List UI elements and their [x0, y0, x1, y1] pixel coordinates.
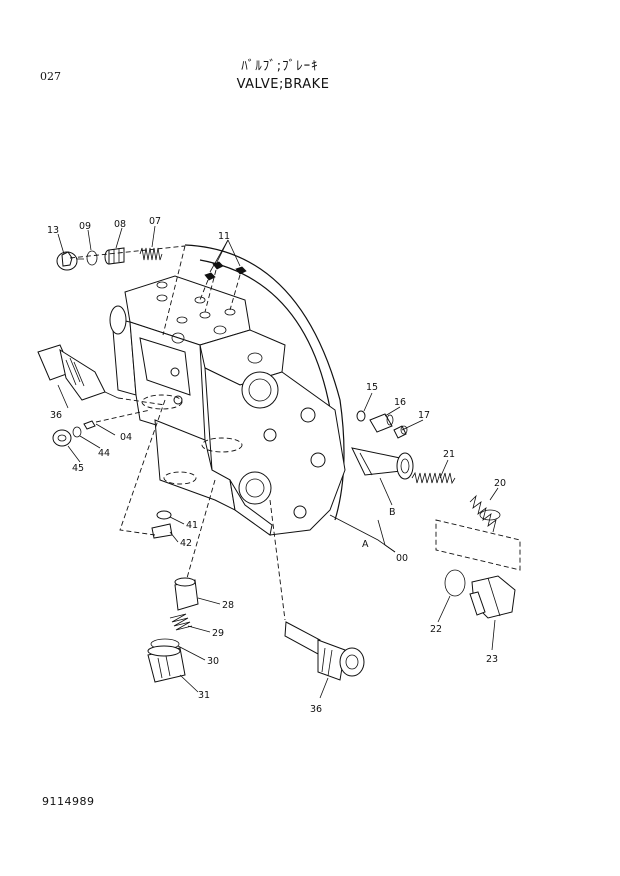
plug-04 — [83, 409, 151, 430]
callout-41: 41 — [186, 520, 198, 531]
callout-22: 22 — [430, 624, 442, 635]
callout-21: 21 — [443, 449, 455, 460]
relief-valve-36-upper — [37, 344, 166, 406]
callout-29: 29 — [212, 628, 224, 639]
plug-42 — [151, 523, 173, 539]
relief-valve-36-lower — [284, 621, 365, 681]
spring-20 — [469, 494, 501, 533]
sleeve-41 — [156, 510, 172, 520]
spool-08 — [104, 247, 125, 265]
callout-20: 20 — [494, 478, 506, 489]
seat-16 — [369, 413, 394, 433]
callout-23: 23 — [486, 654, 498, 665]
callout-31: 31 — [198, 690, 210, 701]
drawing-number: 9114989 — [42, 795, 95, 808]
callout-07: 07 — [149, 216, 161, 227]
leader-lines — [57, 225, 499, 699]
callout-17: 17 — [418, 410, 430, 421]
ball-15 — [356, 410, 366, 422]
cap-28 — [174, 577, 199, 611]
spring-07 — [139, 247, 163, 261]
o-ring-44 — [72, 426, 82, 438]
page-number: 027 — [40, 70, 61, 83]
spring-21 — [411, 471, 456, 485]
sleeve-B — [351, 447, 414, 480]
callout-08: 08 — [114, 219, 126, 230]
callout-30: 30 — [207, 656, 219, 667]
callout-A: A — [362, 539, 369, 550]
callout-45: 45 — [72, 463, 84, 474]
o-ring-22 — [444, 569, 466, 597]
callout-04: 04 — [120, 432, 132, 443]
callout-36-lower: 36 — [310, 704, 322, 715]
callout-15: 15 — [366, 382, 378, 393]
o-ring-09 — [86, 250, 98, 266]
callout-42: 42 — [180, 538, 192, 549]
plug-13 — [56, 251, 84, 271]
plug-31 — [147, 645, 186, 683]
plug-23 — [469, 575, 516, 619]
callout-00: 00 — [396, 553, 408, 564]
callout-B: B — [389, 507, 396, 518]
callout-28: 28 — [222, 600, 234, 611]
callout-11: 11 — [218, 231, 230, 242]
callout-44: 44 — [98, 448, 110, 459]
screws-11 — [199, 239, 247, 313]
valve-body — [109, 244, 346, 536]
spring-29 — [169, 613, 193, 631]
callout-36-upper: 36 — [50, 410, 62, 421]
plug-45 — [52, 429, 72, 447]
plug-17 — [393, 425, 408, 439]
title-japanese: ﾊﾞﾙﾌﾞ;ﾌﾞﾚｰｷ — [241, 59, 319, 74]
callout-09: 09 — [79, 221, 91, 232]
title-english: VALVE;BRAKE — [236, 77, 330, 92]
callout-13: 13 — [47, 225, 59, 236]
callout-16: 16 — [394, 397, 406, 408]
